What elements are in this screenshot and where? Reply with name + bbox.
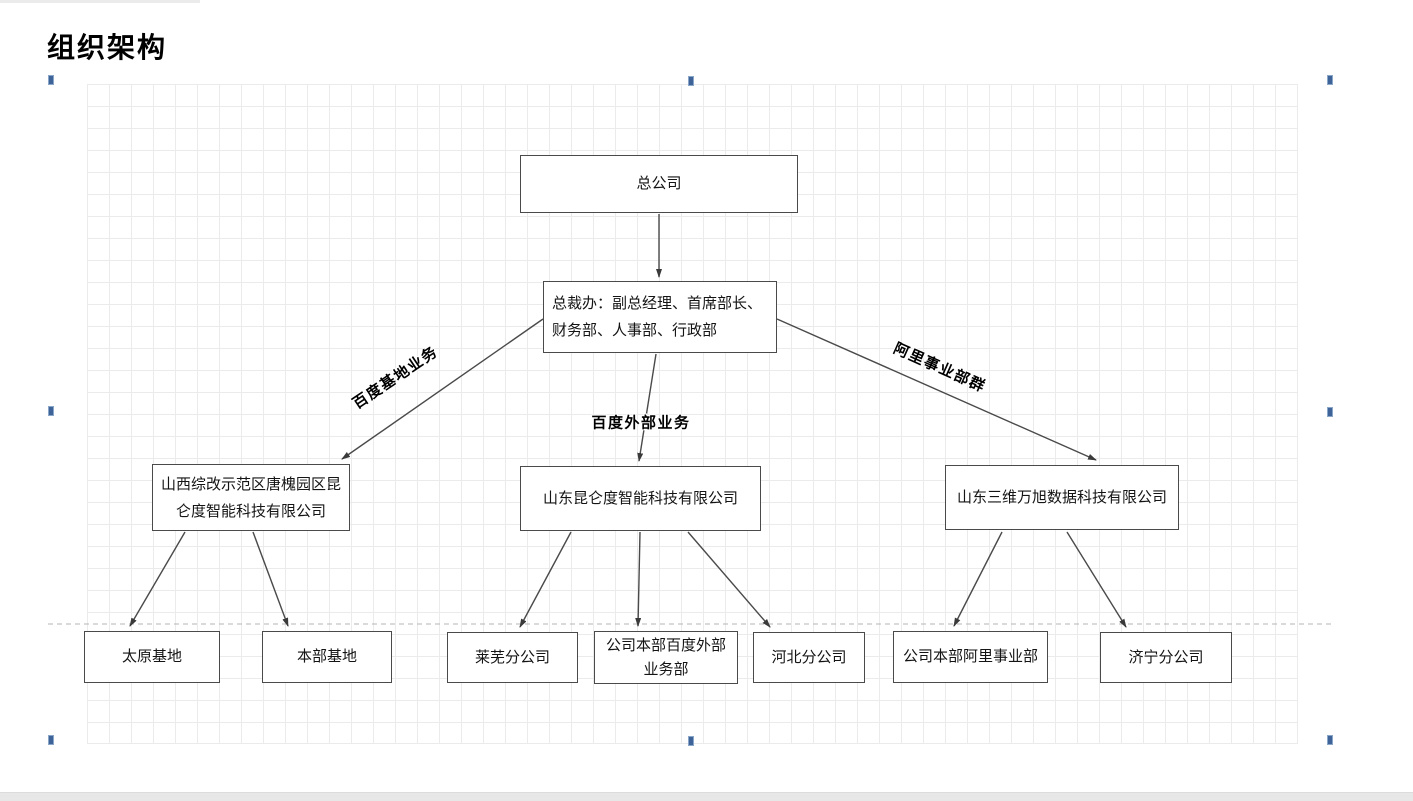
node-president-office-label: 总裁办：副总经理、首席部长、财务部、人事部、行政部 bbox=[552, 295, 763, 339]
selection-handle-bottom-left[interactable] bbox=[48, 735, 54, 745]
node-baidu-external-dept[interactable]: 公司本部百度外部业务部 bbox=[594, 631, 738, 684]
node-ali-dept[interactable]: 公司本部阿里事业部 bbox=[893, 631, 1048, 683]
selection-handle-top-right[interactable] bbox=[1327, 75, 1333, 85]
edge-label-baidu-external-business: 百度外部业务 bbox=[591, 414, 691, 432]
node-head-office[interactable]: 总公司 bbox=[520, 155, 798, 213]
node-jining-branch[interactable]: 济宁分公司 bbox=[1100, 632, 1232, 683]
node-shandong-kunlundu[interactable]: 山东昆仑度智能科技有限公司 bbox=[520, 466, 761, 531]
node-baidu-external-dept-label: 公司本部百度外部业务部 bbox=[605, 636, 726, 678]
node-shandong-kunlundu-label: 山东昆仑度智能科技有限公司 bbox=[542, 489, 738, 507]
node-benbu-base-label: 本部基地 bbox=[296, 648, 357, 665]
node-ali-dept-label: 公司本部阿里事业部 bbox=[902, 648, 1038, 665]
node-taiyuan-base-label: 太原基地 bbox=[121, 648, 182, 665]
selection-handle-middle-right[interactable] bbox=[1327, 407, 1333, 417]
node-laiwu-branch[interactable]: 莱芜分公司 bbox=[447, 632, 578, 683]
node-head-office-label: 总公司 bbox=[636, 175, 682, 192]
node-hebei-branch[interactable]: 河北分公司 bbox=[753, 632, 865, 683]
window-bottom-edge bbox=[0, 792, 1413, 801]
window-top-edge bbox=[0, 0, 200, 3]
node-hebei-branch-label: 河北分公司 bbox=[771, 648, 847, 666]
page-title: 组织架构 bbox=[47, 32, 168, 63]
selection-handle-top-middle[interactable] bbox=[688, 76, 694, 86]
selection-handle-middle-left[interactable] bbox=[48, 406, 54, 416]
node-taiyuan-base[interactable]: 太原基地 bbox=[84, 631, 220, 683]
selection-handle-top-left[interactable] bbox=[48, 75, 54, 85]
node-laiwu-branch-label: 莱芜分公司 bbox=[474, 648, 550, 666]
selection-handle-bottom-middle[interactable] bbox=[688, 736, 694, 746]
node-shandong-sanwei-label: 山东三维万旭数据科技有限公司 bbox=[956, 488, 1167, 506]
selection-handle-bottom-right[interactable] bbox=[1327, 735, 1333, 745]
node-shandong-sanwei[interactable]: 山东三维万旭数据科技有限公司 bbox=[945, 465, 1179, 530]
node-benbu-base[interactable]: 本部基地 bbox=[262, 631, 392, 683]
node-president-office[interactable]: 总裁办：副总经理、首席部长、财务部、人事部、行政部 bbox=[543, 281, 777, 353]
node-shanxi-company-label: 山西综改示范区唐槐园区昆仑度智能科技有限公司 bbox=[160, 475, 341, 520]
node-jining-branch-label: 济宁分公司 bbox=[1128, 648, 1204, 666]
node-shanxi-company[interactable]: 山西综改示范区唐槐园区昆仑度智能科技有限公司 bbox=[152, 464, 350, 531]
